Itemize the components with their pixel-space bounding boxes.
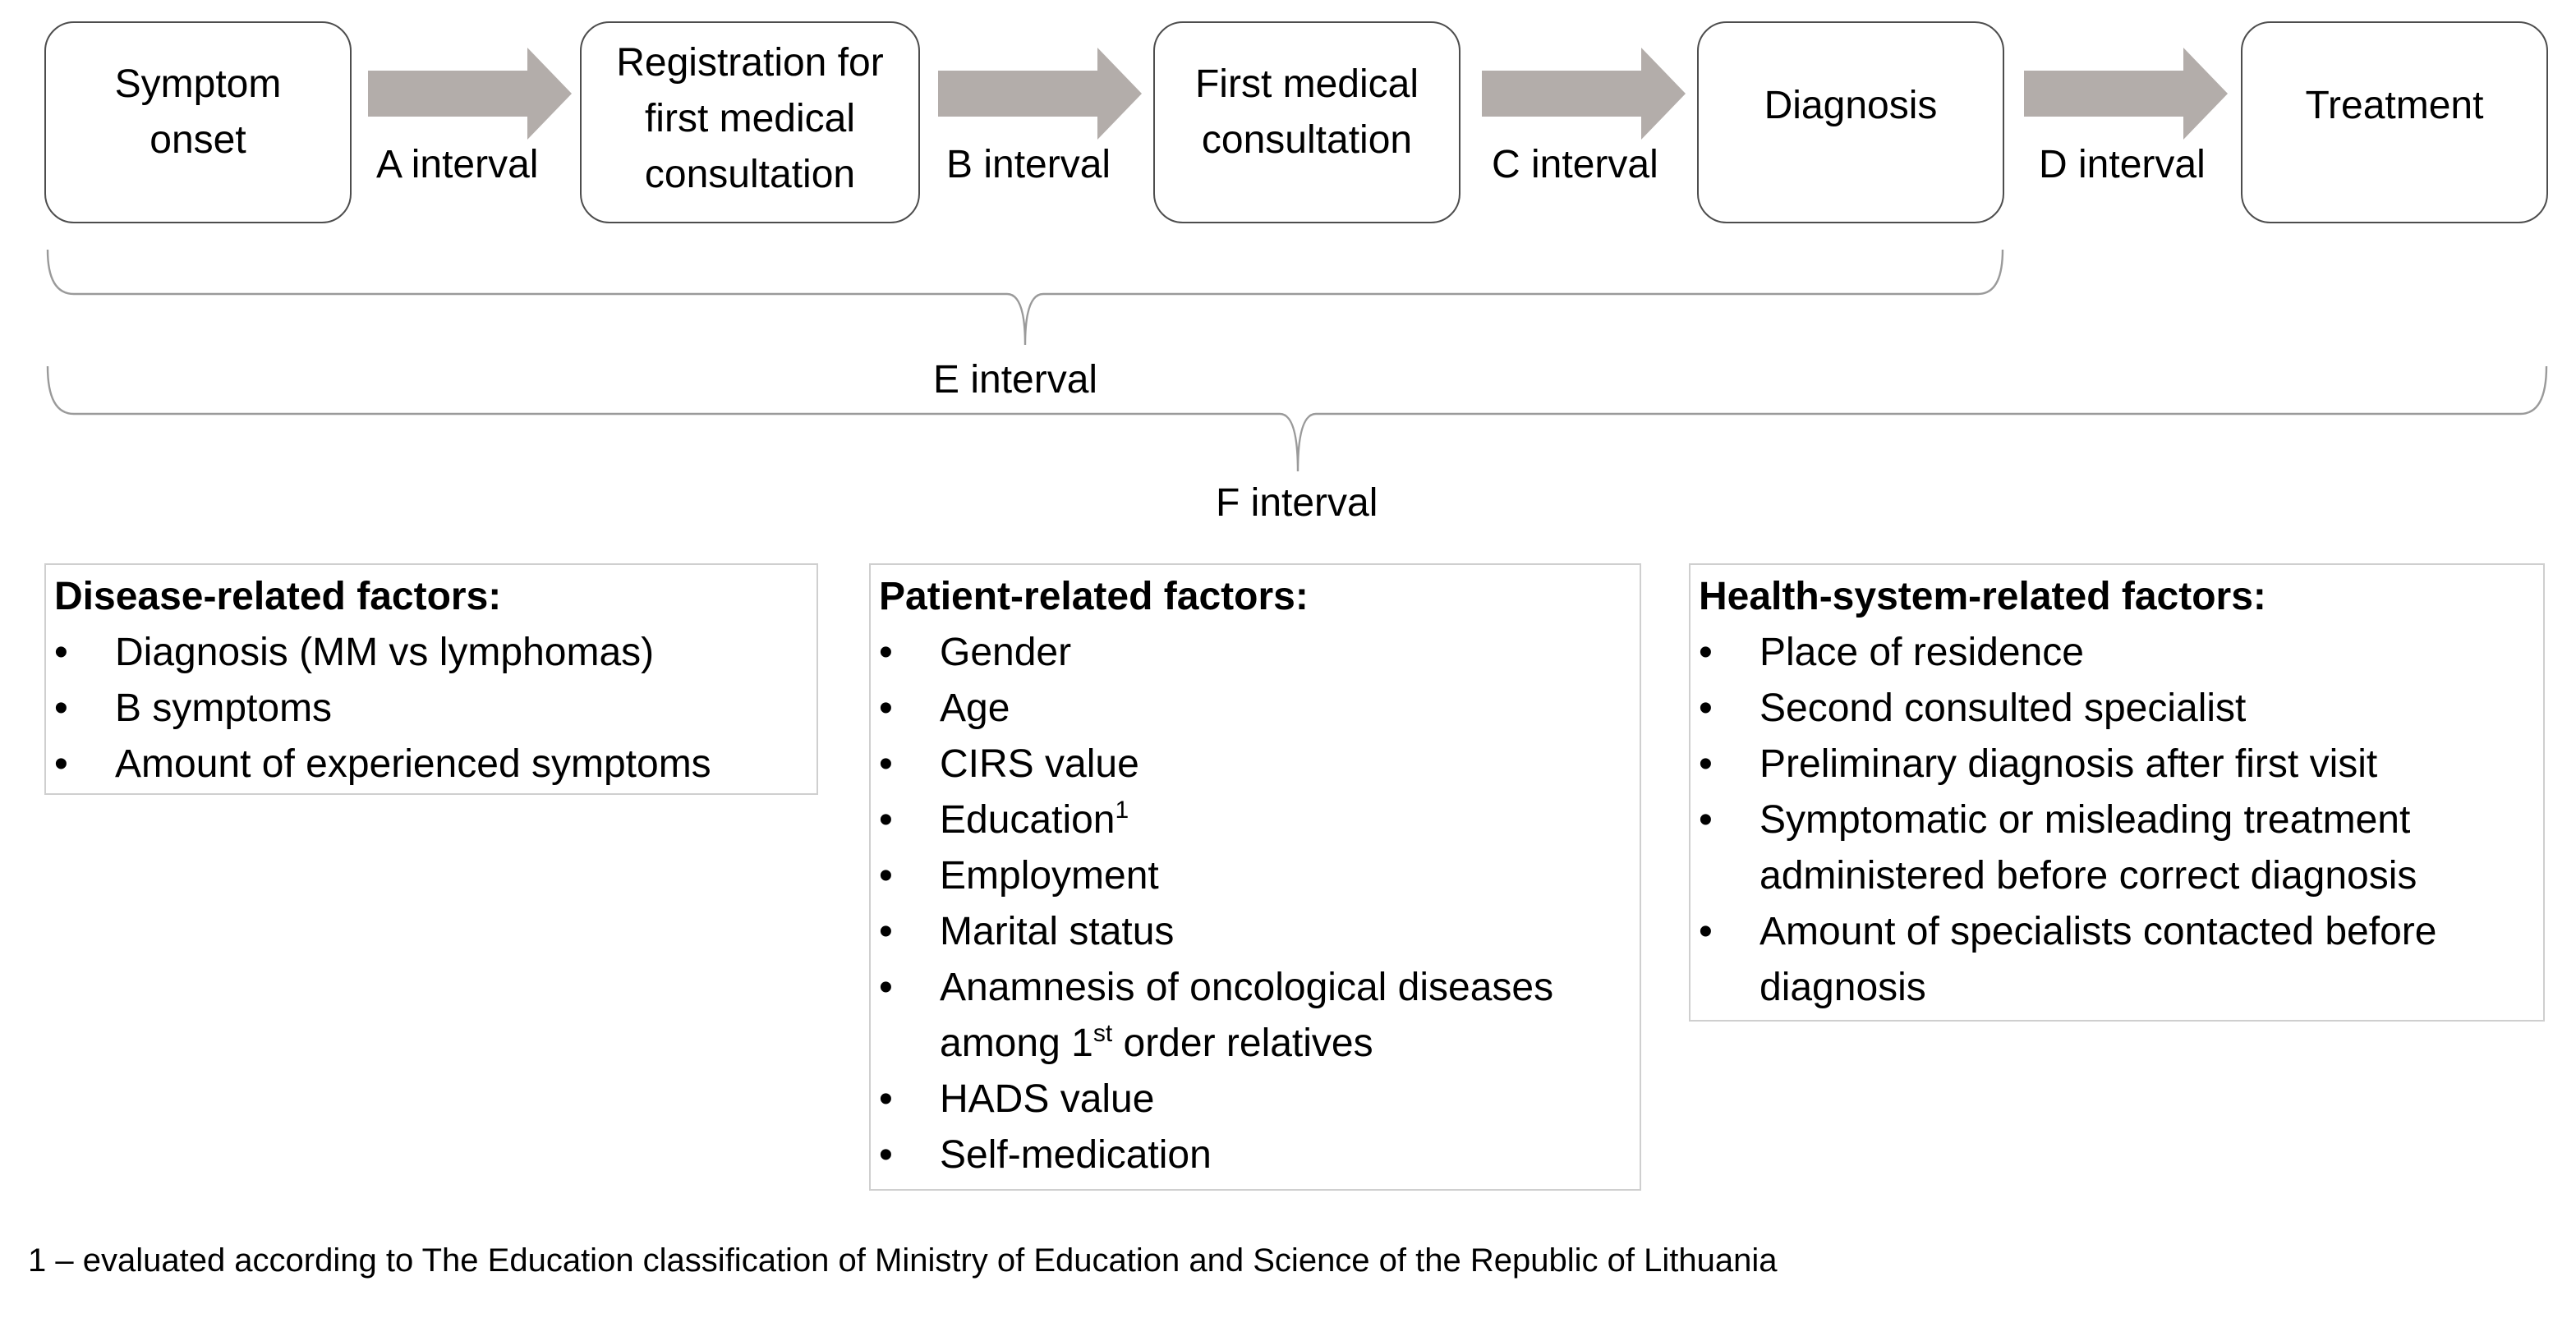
bullet-icon: • <box>54 742 68 787</box>
interval-a-label: A interval <box>376 143 539 187</box>
step-first-consultation: First medical consultation <box>1153 21 1460 223</box>
arrow-b <box>938 48 1142 140</box>
list-item: •Age <box>879 682 1630 737</box>
list-item: •Preliminary diagnosis after first visit <box>1699 737 2533 793</box>
bullet-icon: • <box>879 966 893 1010</box>
interval-c-label: C interval <box>1492 143 1658 187</box>
bullet-icon: • <box>1699 798 1713 843</box>
bullet-icon: • <box>54 631 68 675</box>
e-interval-label: E interval <box>933 358 1098 402</box>
e-interval-brace <box>46 249 2004 346</box>
patient-factors-list: •Gender •Age •CIRS value •Education1 •Em… <box>879 626 1630 1184</box>
interval-d-label: D interval <box>2039 143 2206 187</box>
bullet-icon: • <box>879 798 893 843</box>
list-item: •Employment <box>879 849 1630 905</box>
list-item: •Amount of experienced symptoms <box>54 737 807 793</box>
list-item: •B symptoms <box>54 682 807 737</box>
bullet-icon: • <box>54 686 68 731</box>
bullet-icon: • <box>1699 686 1713 731</box>
health-system-factors-title: Health-system-related factors: <box>1699 575 2266 619</box>
bullet-icon: • <box>1699 742 1713 787</box>
arrow-d <box>2024 48 2228 140</box>
list-item: •CIRS value <box>879 737 1630 793</box>
bullet-icon: • <box>879 742 893 787</box>
list-item: •HADS value <box>879 1072 1630 1128</box>
f-interval-label: F interval <box>1216 481 1378 526</box>
list-item: •Marital status <box>879 905 1630 961</box>
step-treatment: Treatment <box>2241 21 2548 223</box>
bullet-icon: • <box>879 910 893 954</box>
list-item: •Gender <box>879 626 1630 682</box>
bullet-icon: • <box>879 854 893 898</box>
disease-factors-list: •Diagnosis (MM vs lymphomas) •B symptoms… <box>54 626 807 793</box>
footnote: 1 – evaluated according to The Education… <box>28 1243 1778 1279</box>
patient-factors-box: Patient-related factors: •Gender •Age •C… <box>869 563 1641 1191</box>
bullet-icon: • <box>879 686 893 731</box>
bullet-icon: • <box>879 1133 893 1178</box>
step-registration: Registration for first medical consultat… <box>580 21 920 223</box>
list-item: •Self-medication <box>879 1128 1630 1184</box>
disease-factors-box: Disease-related factors: •Diagnosis (MM … <box>44 563 818 795</box>
bullet-icon: • <box>879 631 893 675</box>
bullet-icon: • <box>1699 910 1713 954</box>
arrow-a <box>368 48 572 140</box>
patient-factors-title: Patient-related factors: <box>879 575 1309 619</box>
list-item: •Second consulted specialist <box>1699 682 2533 737</box>
bullet-icon: • <box>1699 631 1713 675</box>
list-item: •Education1 <box>879 793 1630 849</box>
interval-b-label: B interval <box>946 143 1111 187</box>
step-diagnosis: Diagnosis <box>1697 21 2004 223</box>
health-system-factors-list: •Place of residence •Second consulted sp… <box>1699 626 2533 1017</box>
list-item: •Diagnosis (MM vs lymphomas) <box>54 626 807 682</box>
list-item: •Place of residence <box>1699 626 2533 682</box>
disease-factors-title: Disease-related factors: <box>54 575 502 619</box>
f-interval-brace <box>46 365 2548 472</box>
arrow-c <box>1482 48 1686 140</box>
footnote-marker: 1 <box>1115 797 1129 824</box>
bullet-icon: • <box>879 1077 893 1122</box>
step-symptom-onset: Symptom onset <box>44 21 352 223</box>
health-system-factors-box: Health-system-related factors: •Place of… <box>1689 563 2545 1022</box>
